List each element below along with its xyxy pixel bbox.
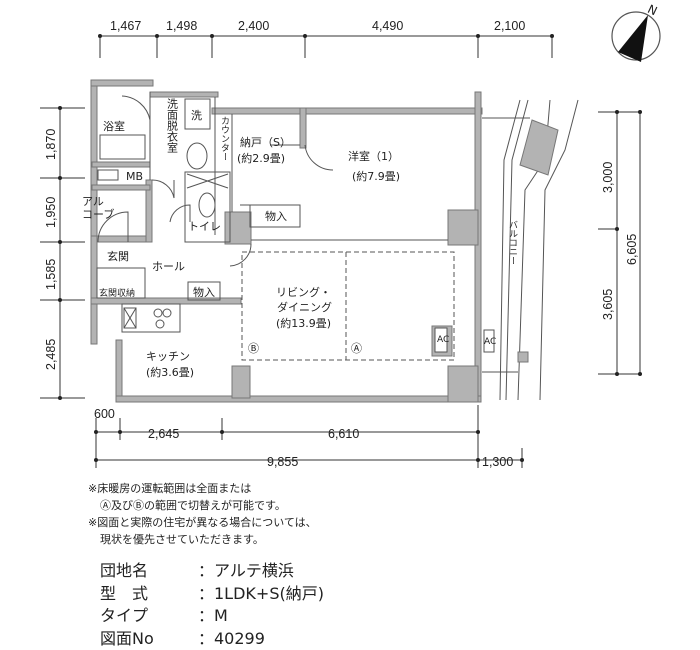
label-closet-2: 物入 — [193, 285, 215, 299]
label-kitchen-area: (約3.6畳) — [146, 365, 194, 379]
info-key: 型 式 — [100, 583, 149, 603]
dim-right-1: 3,000 — [601, 162, 615, 193]
interior-lines — [96, 92, 448, 333]
info-key: 団地名 — [100, 561, 149, 580]
dim-top-5: 2,100 — [494, 19, 525, 33]
label-living-2: ダイニング — [277, 300, 332, 314]
ac-unit-1: AC — [437, 335, 449, 345]
label-kitchen: キッチン — [146, 350, 190, 363]
label-bath: 浴室 — [103, 119, 125, 133]
info-key: タイプ — [100, 606, 149, 625]
note-line: ※床暖房の運転範囲は全面または — [88, 482, 252, 495]
notes: ※床暖房の運転範囲は全面または Ⓐ及びⒷの範囲で切替えが可能です。 ※図面と実際… — [88, 480, 317, 548]
label-hall: ホール — [152, 260, 185, 273]
label-alcove-1: アル — [82, 195, 104, 208]
note-line: Ⓐ及びⒷの範囲で切替えが可能です。 — [100, 499, 286, 512]
top-dimensions — [99, 35, 553, 58]
label-storage-s-area: (約2.9畳) — [237, 151, 285, 165]
label-western-room: 洋室（1） — [348, 149, 399, 163]
dim-bottom-5: 1,300 — [482, 455, 513, 469]
label-zone-b: Ⓑ — [248, 342, 259, 355]
info-value: ：1LDK+S(納戸) — [198, 583, 324, 603]
info-key: 図面No — [100, 628, 154, 648]
dim-left-2: 1,950 — [44, 197, 58, 228]
dim-left-4: 2,485 — [44, 339, 58, 370]
label-entrance: 玄関 — [107, 249, 129, 263]
label-washer: 洗 — [191, 109, 202, 122]
property-info: 団地名 ：アルテ横浜 型 式 ：1LDK+S(納戸) タイプ ：M 図面No ：4029… — [100, 560, 324, 650]
dim-bottom-2: 2,645 — [148, 427, 179, 441]
dim-right-total: 6,605 — [625, 234, 639, 265]
label-counter: カウンター — [219, 116, 230, 161]
balcony — [482, 99, 579, 401]
label-closet-1: 物入 — [265, 209, 287, 223]
left-dimensions — [40, 107, 85, 399]
label-living-1: リビング・ — [276, 285, 331, 299]
label-washroom: 洗面脱衣室 — [166, 98, 179, 153]
label-zone-a: Ⓐ — [351, 342, 362, 355]
label-mb: MB — [126, 170, 143, 183]
balcony-column — [519, 119, 559, 176]
label-entrance-storage: 玄関収納 — [99, 287, 135, 299]
dim-top-3: 2,400 — [238, 19, 269, 33]
dim-bottom-1: 600 — [94, 407, 115, 421]
info-value: ：40299 — [198, 628, 265, 648]
label-western-room-area: (約7.9畳) — [352, 169, 400, 183]
dim-top-4: 4,490 — [372, 19, 403, 33]
right-dimensions — [598, 111, 642, 375]
ac-unit-2: AC — [484, 337, 496, 347]
floor-heating-zones — [241, 251, 455, 361]
north-compass-icon: N — [611, 2, 661, 62]
dim-top-1: 1,467 — [110, 19, 141, 33]
label-alcove-2: コーブ — [82, 207, 114, 221]
dim-bottom-4: 9,855 — [267, 455, 298, 469]
note-line: 現状を優先させていただきます。 — [100, 533, 264, 546]
dim-bottom-3: 6,610 — [328, 427, 359, 441]
dim-left-1: 1,870 — [44, 129, 58, 160]
label-living-area: (約13.9畳) — [276, 316, 331, 330]
info-value: ：M — [198, 606, 228, 625]
label-toilet: トイレ — [188, 220, 221, 233]
dim-top-2: 1,498 — [166, 19, 197, 33]
dim-left-3: 1,585 — [44, 259, 58, 290]
dim-right-2: 3,605 — [601, 289, 615, 320]
label-storage-s: 納戸（S） — [240, 136, 291, 149]
info-value: ：アルテ横浜 — [198, 561, 294, 580]
label-balcony: バルコニー — [507, 220, 518, 265]
note-line: ※図面と実際の住宅が異なる場合については、 — [88, 516, 317, 529]
